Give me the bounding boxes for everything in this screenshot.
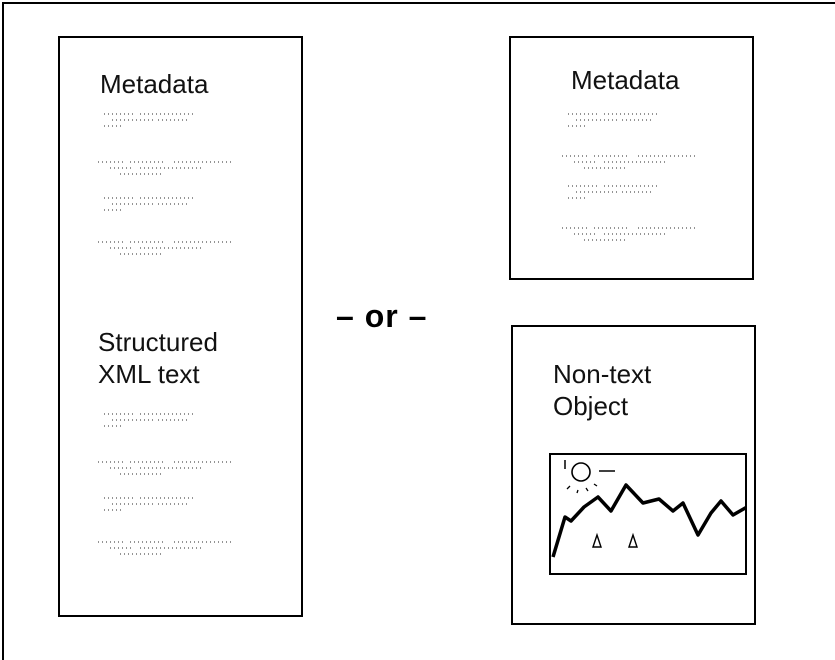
sun-icon [564, 460, 615, 494]
landscape-picture [549, 453, 747, 575]
mountain-line-icon [551, 483, 745, 558]
tree-icon [628, 532, 638, 548]
non-text-object-label: Non-text Object [553, 359, 652, 421]
right-metadata-text-placeholder [562, 113, 698, 241]
structured-text-placeholder [98, 413, 234, 555]
xml-document-box [58, 36, 303, 617]
left-metadata-text-placeholder [98, 113, 234, 255]
tree-icon [592, 532, 602, 548]
structured-xml-text-label: Structured XML text [98, 327, 218, 389]
metadata-only-box [509, 36, 754, 280]
or-separator: – or – [336, 298, 428, 334]
right-metadata-label: Metadata [571, 65, 680, 95]
left-metadata-label: Metadata [100, 69, 209, 99]
